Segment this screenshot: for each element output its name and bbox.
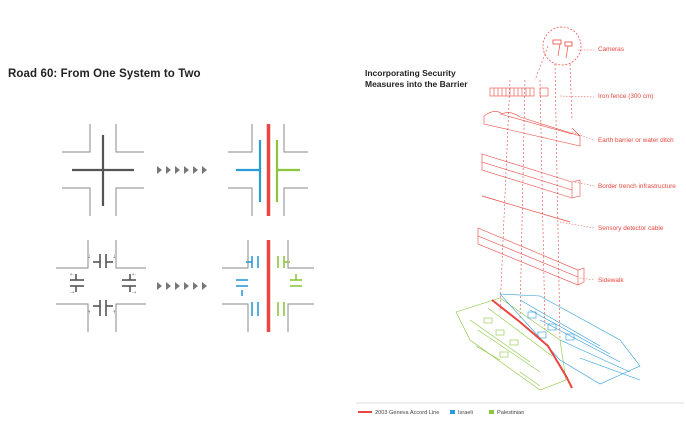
label-cameras: Cameras xyxy=(598,46,624,53)
layer-sensory-cable xyxy=(481,195,571,223)
label-border-trench: Border trench infrastructure xyxy=(598,183,676,190)
svg-text:⇡: ⇡ xyxy=(87,310,91,316)
base-palestinian-area xyxy=(455,297,567,391)
svg-text:⇠: ⇠ xyxy=(70,272,74,278)
right-title-line1: Incorporating Security xyxy=(365,68,456,78)
legend-swatches xyxy=(358,410,494,414)
svg-text:⇡: ⇡ xyxy=(112,310,116,316)
label-sidewalk: Sidewalk xyxy=(598,277,624,284)
legend-label-palestinian: Palestinian xyxy=(497,410,525,416)
legend-swatch-israeli xyxy=(450,410,455,414)
legend-label-geneva: 2003 Geneva Accord Line xyxy=(375,410,440,416)
lane-markings-complex xyxy=(70,254,136,316)
intersection-complex-after xyxy=(222,240,314,332)
layer-border-trench xyxy=(481,153,581,199)
svg-text:⇢: ⇢ xyxy=(132,290,136,296)
intersection-simple-after xyxy=(228,124,308,216)
intersection-simple-before xyxy=(62,124,144,216)
palestinian-lanes-complex xyxy=(277,256,302,316)
layer-earth-barrier xyxy=(483,111,581,147)
layer-iron-fence xyxy=(489,87,549,97)
right-diagram-title: Incorporating Security Measures into the… xyxy=(365,68,468,89)
intersection-complex-before xyxy=(56,240,146,332)
legend-label-israeli: Israeli xyxy=(458,410,473,416)
palestinian-road-simple xyxy=(275,140,300,202)
svg-text:⇢: ⇢ xyxy=(70,290,74,296)
base-barrier-line xyxy=(491,299,573,389)
projection-lines xyxy=(499,45,573,341)
svg-text:⇣: ⇣ xyxy=(87,254,91,260)
transition-arrow-top xyxy=(157,166,207,174)
base-israeli-area xyxy=(499,293,641,385)
camera-illustration xyxy=(542,26,582,66)
turn-arrows-complex: ⇠ ⇢ ⇠ ⇢ ⇣ ⇣ ⇡ ⇡ xyxy=(70,254,136,316)
right-title-line2: Measures into the Barrier xyxy=(365,78,468,89)
svg-text:⇣: ⇣ xyxy=(112,254,116,260)
label-iron-fence: Iron fence (300 cm) xyxy=(598,93,654,100)
israeli-road-simple xyxy=(236,140,262,202)
label-earth-barrier: Earth barrier or water ditch xyxy=(598,137,674,144)
road-centerline-cross xyxy=(72,135,134,206)
legend-swatch-palestinian xyxy=(489,410,494,414)
label-sensory-cable: Sensory detector cable xyxy=(598,225,664,232)
israeli-lanes-complex xyxy=(236,256,259,316)
layer-sidewalk xyxy=(477,227,585,286)
left-diagram-title: Road 60: From One System to Two xyxy=(8,68,201,80)
transition-arrow-bottom xyxy=(157,282,207,290)
svg-text:⇠: ⇠ xyxy=(132,272,136,278)
label-leaders xyxy=(559,49,595,281)
